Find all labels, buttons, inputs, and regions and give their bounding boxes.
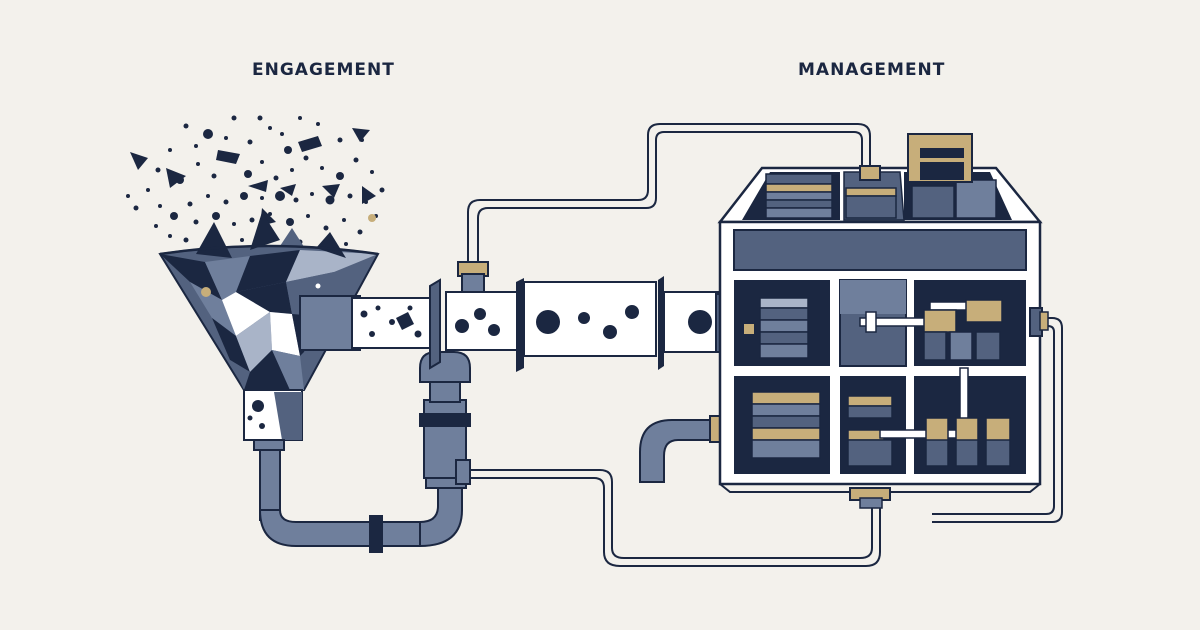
management-machine bbox=[717, 133, 1049, 509]
thin-pipes bbox=[465, 123, 1063, 567]
inlet-elbow bbox=[639, 415, 723, 483]
gold-particle bbox=[368, 214, 376, 222]
main-pipe bbox=[299, 261, 727, 372]
engagement-label: ENGAGEMENT bbox=[252, 60, 395, 80]
funnel bbox=[158, 212, 380, 441]
drain-pipe bbox=[253, 351, 471, 553]
management-label: MANAGEMENT bbox=[798, 60, 946, 80]
particle-cloud bbox=[126, 115, 385, 246]
